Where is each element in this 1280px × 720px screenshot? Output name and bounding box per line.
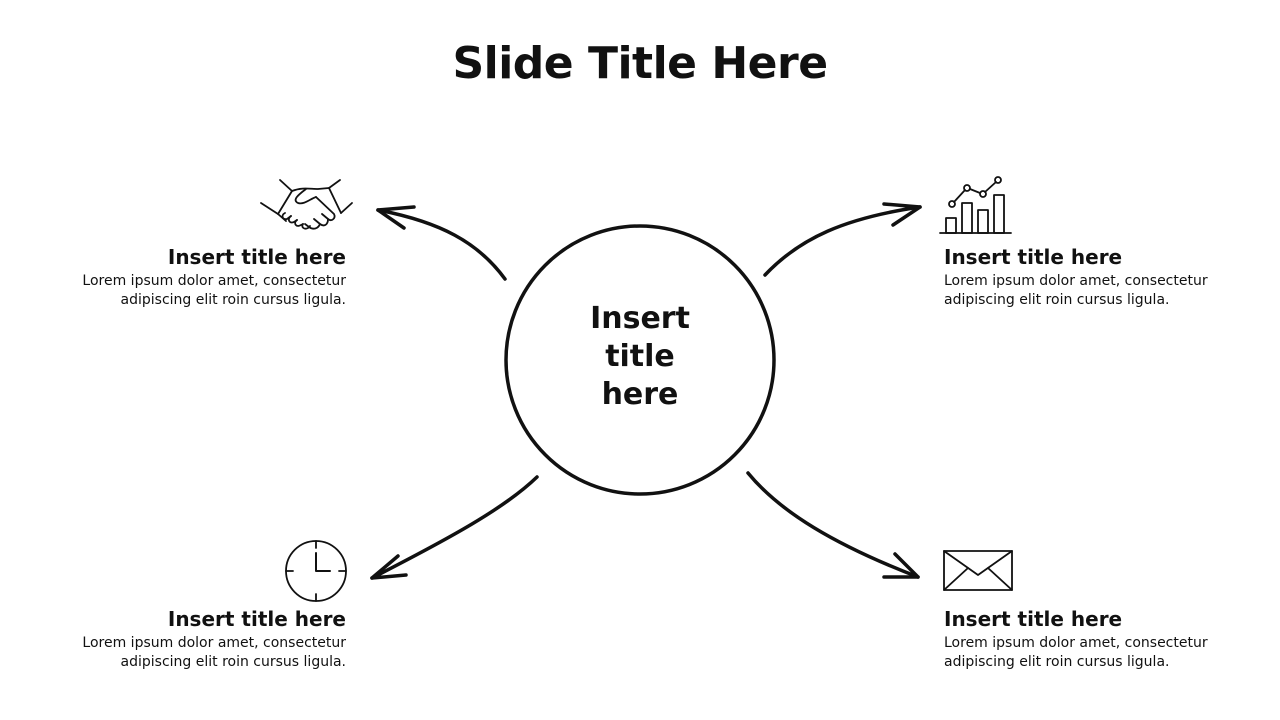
- item-description-line: Lorem ipsum dolor amet, consectetur: [82, 635, 346, 651]
- center-title-line: title: [605, 339, 675, 374]
- item-description-line: Lorem ipsum dolor amet, consectetur: [944, 635, 1208, 651]
- item-description: Lorem ipsum dolor amet, consectetur adip…: [944, 272, 1244, 310]
- item-description-line: adipiscing elit roin cursus ligula.: [120, 654, 346, 670]
- item-description-line: Lorem ipsum dolor amet, consectetur: [944, 273, 1208, 289]
- envelope-icon: [943, 550, 1013, 591]
- item-description: Lorem ipsum dolor amet, consectetur adip…: [944, 634, 1244, 672]
- item-description: Lorem ipsum dolor amet, consectetur adip…: [46, 634, 346, 672]
- arrow-top-right: [763, 202, 922, 277]
- item-top-left: Insert title here Lorem ipsum dolor amet…: [46, 244, 346, 310]
- center-title-line: Insert: [590, 301, 690, 336]
- arrow-bottom-right: [746, 471, 920, 579]
- arrow-top-left: [376, 205, 507, 281]
- arrow-bottom-left: [370, 475, 539, 580]
- item-title: Insert title here: [167, 245, 346, 269]
- item-bottom-right: Insert title here Lorem ipsum dolor amet…: [944, 606, 1244, 672]
- item-description: Lorem ipsum dolor amet, consectetur adip…: [46, 272, 346, 310]
- item-title: Insert title here: [944, 245, 1123, 269]
- item-description-line: adipiscing elit roin cursus ligula.: [944, 654, 1170, 670]
- item-top-right: Insert title here Lorem ipsum dolor amet…: [944, 244, 1244, 310]
- item-bottom-left: Insert title here Lorem ipsum dolor amet…: [46, 606, 346, 672]
- bar-chart-trend-icon: [939, 176, 1012, 234]
- center-circle: [504, 224, 776, 496]
- center-title: Insert title here: [560, 300, 720, 414]
- item-description-line: Lorem ipsum dolor amet, consectetur: [82, 273, 346, 289]
- item-description-line: adipiscing elit roin cursus ligula.: [944, 292, 1170, 308]
- item-description-line: adipiscing elit roin cursus ligula.: [120, 292, 346, 308]
- slide-title: Slide Title Here: [452, 38, 828, 89]
- handshake-icon: [260, 179, 353, 230]
- clock-icon: [285, 540, 347, 602]
- item-title: Insert title here: [167, 607, 346, 631]
- center-title-line: here: [601, 377, 679, 412]
- item-title: Insert title here: [944, 607, 1123, 631]
